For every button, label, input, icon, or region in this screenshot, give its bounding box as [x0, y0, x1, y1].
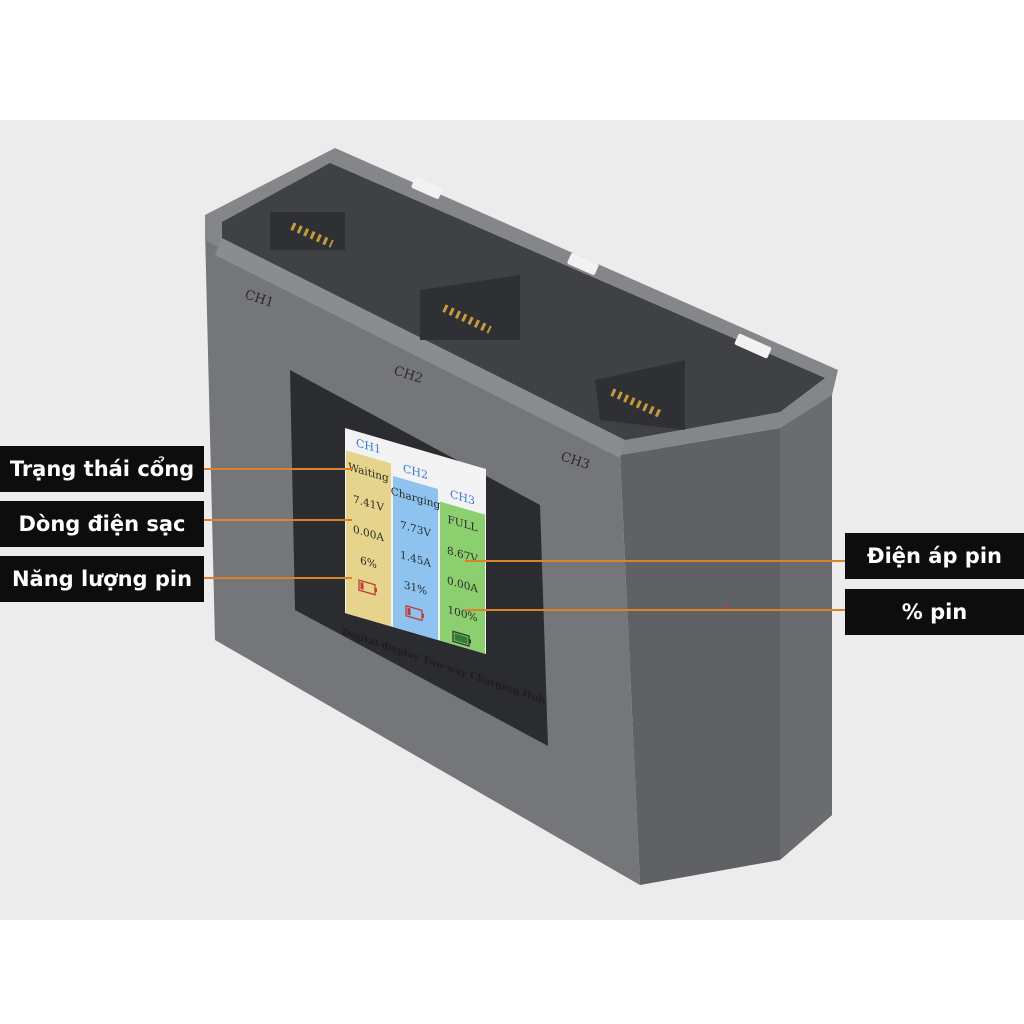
status-dot — [724, 605, 728, 609]
clip-slot-3 — [734, 333, 772, 359]
battery-level-3 — [454, 633, 468, 645]
contact-pins-ch2 — [420, 275, 520, 340]
channel-percent-1: 6% — [360, 554, 377, 572]
battery-tip-3 — [469, 639, 471, 644]
hub-front-lip — [215, 238, 625, 458]
callout-battery-percent: % pin — [845, 589, 1024, 635]
hub-side-edge — [780, 395, 832, 860]
channel-panel-2 — [393, 475, 438, 641]
leader-lines — [204, 468, 845, 611]
channel-panel-3 — [440, 501, 485, 654]
callout-battery-voltage: Điện áp pin — [845, 533, 1024, 579]
battery-low-icon-2 — [405, 604, 424, 622]
battery-low-icon-1 — [358, 579, 377, 596]
contact-pins-ch3 — [595, 360, 685, 430]
callout-charge-current: Dòng điện sạc — [0, 501, 204, 547]
hub-side-face — [620, 395, 832, 885]
callout-port-status: Trạng thái cổng — [0, 446, 204, 492]
battery-full-icon-3 — [452, 630, 471, 647]
clip-slot-2 — [567, 253, 599, 275]
battery-level-1 — [360, 582, 364, 590]
clip-slot-1 — [411, 177, 443, 199]
callout-battery-energy: Năng lượng pin — [0, 556, 204, 602]
contact-pins-ch1 — [270, 212, 345, 250]
battery-level-2 — [407, 607, 411, 616]
battery-tip-2 — [422, 613, 424, 618]
channel-panel-1 — [346, 450, 391, 627]
battery-tip-1 — [375, 587, 377, 593]
